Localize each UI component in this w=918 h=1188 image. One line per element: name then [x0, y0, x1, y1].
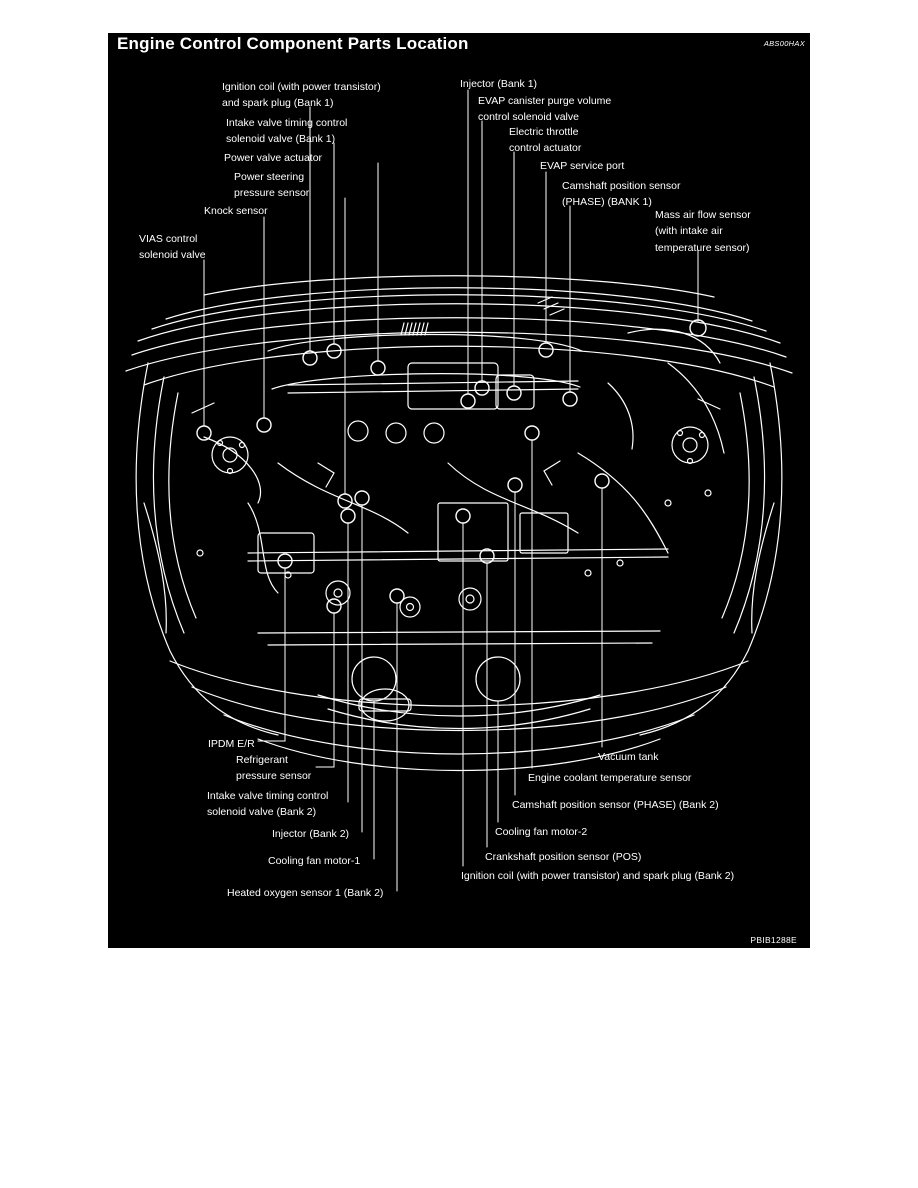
callout-label-engine-coolant-temp: Engine coolant temperature sensor [528, 772, 692, 784]
body-outline [135, 362, 783, 736]
callout-label-ignition-coil-bank2: Ignition coil (with power transistor) an… [461, 870, 735, 882]
callout-label-heated-oxygen-sensor: Heated oxygen sensor 1 (Bank 2) [227, 887, 384, 899]
callout-label-cooling-fan-motor-2: Cooling fan motor-2 [495, 826, 588, 838]
callout-label-cooling-fan-motor-1: Cooling fan motor-1 [268, 855, 361, 867]
callout-label-camshaft-sensor-bank1: Camshaft position sensor (PHASE) (BANK 1… [562, 180, 681, 209]
manual-page-panel: Engine Control Component Parts Location … [108, 33, 810, 948]
callout-label-vias-control-valve: VIAS control solenoid valve [139, 233, 206, 262]
brand-emblem-icon [358, 688, 412, 722]
callout-label-power-steering-pressure: Power steering pressure sensor [234, 171, 310, 200]
callout-label-power-valve-actuator: Power valve actuator [224, 152, 323, 164]
callout-label-camshaft-sensor-bank2: Camshaft position sensor (PHASE) (Bank 2… [512, 799, 719, 811]
section-ref-code: ABS00HAX [763, 39, 805, 48]
callout-label-refrigerant-pressure: Refrigerant pressure sensor [236, 754, 312, 783]
callout-label-injector-bank2: Injector (Bank 2) [272, 828, 350, 840]
hood-lines [125, 275, 793, 388]
callout-label-vacuum-tank: Vacuum tank [598, 751, 659, 763]
callout-label-evap-service-port: EVAP service port [540, 160, 625, 172]
callout-label-intake-valve-timing-bank1: Intake valve timing control solenoid val… [226, 117, 348, 146]
figure-code: PBIB1288E [750, 935, 797, 945]
bumper-outline [169, 660, 749, 772]
callout-label-evap-canister-purge: EVAP canister purge volume control solen… [478, 95, 612, 124]
engine-details [196, 328, 725, 702]
callout-label-intake-valve-timing-bank2: Intake valve timing control solenoid val… [207, 790, 329, 819]
callout-label-knock-sensor: Knock sensor [204, 205, 268, 217]
callout-label-mass-air-flow-sensor: Mass air flow sensor (with intake air te… [655, 209, 751, 254]
callout-label-electric-throttle: Electric throttle control actuator [509, 126, 582, 155]
page-title: Engine Control Component Parts Location [117, 34, 469, 53]
callout-label-ipdm-er: IPDM E/R [208, 738, 255, 750]
callout-label-injector-bank1: Injector (Bank 1) [460, 78, 538, 90]
callout-label-crankshaft-sensor-pos: Crankshaft position sensor (POS) [485, 851, 642, 863]
engine-illustration [125, 89, 793, 892]
callout-label-ignition-coil-bank1: Ignition coil (with power transistor) an… [222, 81, 381, 110]
strut-towers [211, 426, 709, 475]
leader-lines [203, 89, 699, 892]
callout-circles [196, 319, 707, 614]
